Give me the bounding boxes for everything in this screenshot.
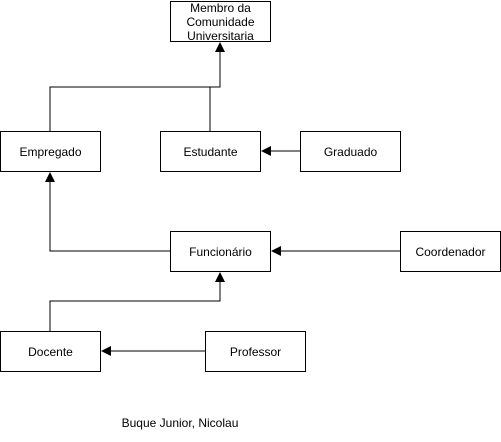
node-estudante: Estudante (160, 131, 261, 172)
node-label: Estudante (183, 144, 238, 159)
edge-empregado-membro (49, 42, 225, 131)
author-caption: Buque Junior, Nicolau (121, 416, 239, 430)
node-label: Coordenador (415, 244, 486, 259)
node-label: Professor (229, 344, 282, 359)
node-label: Membro da Comunidade Universitaria (186, 0, 255, 43)
node-professor: Professor (205, 331, 306, 372)
node-label: Graduado (323, 144, 378, 159)
node-membro-comunidade: Membro da Comunidade Universitaria (170, 0, 271, 43)
node-label: Funcionário (189, 244, 252, 259)
edge-funcionario-empregado (45, 172, 170, 252)
node-coordenador: Coordenador (400, 231, 501, 272)
edge-docente-funcionario (49, 272, 225, 331)
node-graduado: Graduado (300, 131, 401, 172)
node-label: Empregado (19, 144, 82, 159)
node-funcionario: Funcionário (170, 231, 271, 272)
node-label: Docente (28, 344, 73, 359)
node-empregado: Empregado (0, 131, 101, 172)
node-docente: Docente (0, 331, 101, 372)
